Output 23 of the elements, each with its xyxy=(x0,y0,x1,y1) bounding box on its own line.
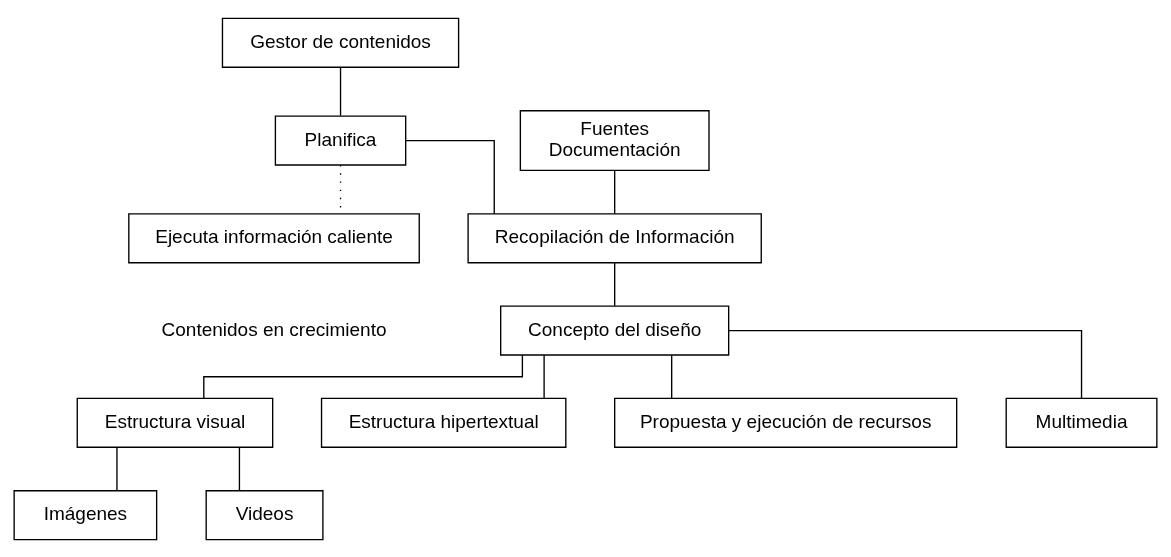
node-box: Imágenes xyxy=(13,489,158,540)
node-box: Gestor de contenidos xyxy=(221,17,460,68)
connector xyxy=(543,354,545,399)
node-box: Ejecuta información caliente xyxy=(128,212,420,263)
connector xyxy=(405,139,495,214)
node-box: Concepto del diseño xyxy=(500,304,730,356)
node-box: Recopilación de Información xyxy=(467,212,762,263)
label: Contenidos en crecimiento xyxy=(161,318,387,340)
connector xyxy=(203,354,524,399)
connector xyxy=(339,66,342,116)
connector xyxy=(614,169,616,214)
connector xyxy=(238,446,241,491)
node-box: Fuentes Documentación xyxy=(519,109,710,171)
node-box: Propuesta y ejecución de recursos xyxy=(614,397,958,448)
node-box: Estructura hipertextual xyxy=(320,397,567,448)
connector xyxy=(614,261,616,306)
node-box: Estructura visual xyxy=(76,397,274,448)
node-box: Multimedia xyxy=(1005,397,1158,448)
connector xyxy=(671,354,673,399)
node-box: Videos xyxy=(205,489,324,540)
node-box: Planifica xyxy=(274,114,407,166)
connector xyxy=(116,446,118,491)
connector xyxy=(728,329,1083,399)
